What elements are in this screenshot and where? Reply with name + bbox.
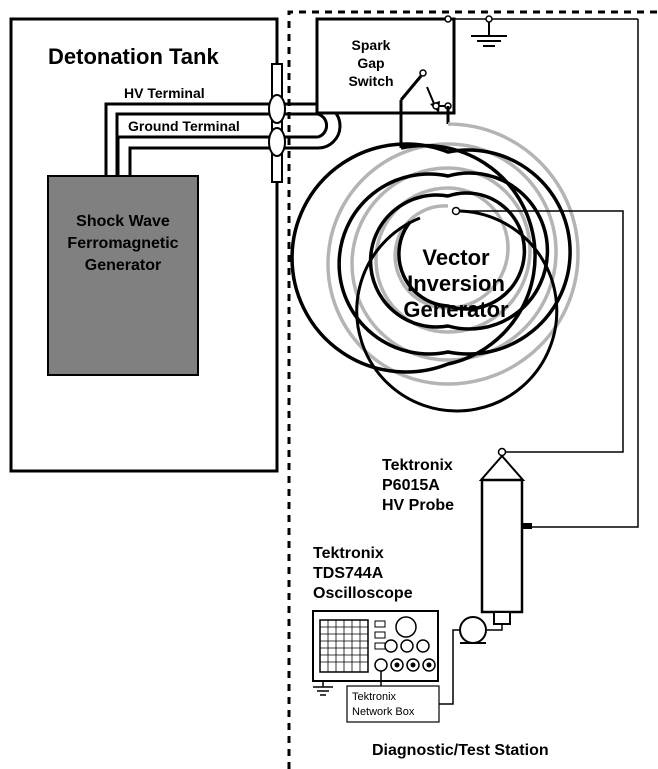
spark-gap-label-line2: Gap xyxy=(357,55,384,71)
vig-label-line2: Inversion xyxy=(407,271,505,296)
probe-ground-clip xyxy=(522,523,532,529)
spark-gap-label-line1: Spark xyxy=(352,37,391,53)
top-junction-dot xyxy=(444,15,452,23)
oscilloscope-knob xyxy=(416,639,430,653)
hv-feedthrough-terminal xyxy=(268,94,286,124)
test-station-boundary xyxy=(287,10,658,769)
fcg-label-line3: Generator xyxy=(85,257,161,274)
probe-label-line2: P6015A xyxy=(382,477,440,494)
ground-lead-outer xyxy=(116,135,318,176)
oscilloscope-knob xyxy=(400,639,414,653)
probe-base-connector xyxy=(493,611,511,625)
hv-probe-body xyxy=(480,478,524,614)
test-station-label: Diagnostic/Test Station xyxy=(372,742,549,759)
ground-symbol-icon xyxy=(471,35,507,47)
switch-contact-left xyxy=(432,102,440,110)
spark-gap-switch-box xyxy=(315,17,456,115)
oscilloscope-screen-grid xyxy=(320,620,368,672)
vig-spiral-gray xyxy=(326,122,580,386)
scope-label-line2: TDS744A xyxy=(313,565,384,582)
ferromagnetic-generator-box xyxy=(47,175,199,376)
ground-junction-dot xyxy=(485,15,493,23)
ground-lead-inner xyxy=(128,146,318,176)
scope-ground-icon xyxy=(313,686,333,696)
ground-feedthrough-terminal xyxy=(268,127,286,157)
switch-arrow-line xyxy=(426,86,436,107)
lead-crossover-inner xyxy=(317,112,328,139)
vector-inversion-generator xyxy=(290,122,580,413)
vig-label-line3: Generator xyxy=(403,297,509,322)
vig-inner-ring xyxy=(355,209,559,413)
fcg-label-line1: Shock Wave xyxy=(76,213,170,230)
ground-terminal-label: Ground Terminal xyxy=(128,118,240,134)
oscilloscope xyxy=(312,610,439,682)
attenuator-circle xyxy=(459,616,487,644)
spark-gap-label-line3: Switch xyxy=(348,73,393,89)
probe-ground-wire xyxy=(520,19,639,528)
probe-cable xyxy=(487,624,503,631)
oscilloscope-button xyxy=(374,642,386,650)
probe-tip-cone xyxy=(478,454,526,481)
hv-lead-outer xyxy=(104,102,318,176)
oscilloscope-button xyxy=(374,620,386,628)
switch-pivot-dot xyxy=(419,69,427,77)
network-box-label-line1: Tektronix xyxy=(352,691,397,703)
switch-blade xyxy=(399,75,423,101)
network-box-label-line2: Network Box xyxy=(352,706,415,718)
scope-label-line1: Tektronix xyxy=(313,545,384,562)
oscilloscope-knob xyxy=(384,639,398,653)
oscilloscope-large-knob xyxy=(395,616,417,638)
vig-output-terminal xyxy=(451,206,461,216)
probe-tip-terminal xyxy=(497,447,507,457)
vig-label-line1: Vector xyxy=(422,245,490,270)
network-cable xyxy=(439,629,460,705)
detonation-tank-box xyxy=(9,17,279,473)
scope-label-line3: Oscilloscope xyxy=(313,585,413,602)
oscilloscope-input-jack xyxy=(374,658,388,672)
oscilloscope-button xyxy=(374,631,386,639)
hv-terminal-label: HV Terminal xyxy=(124,85,205,101)
detonation-tank-label: Detonation Tank xyxy=(48,44,219,69)
vig-spiral-black xyxy=(290,142,572,374)
network-box xyxy=(346,685,440,723)
probe-label-line1: Tektronix xyxy=(382,457,453,474)
probe-label-line3: HV Probe xyxy=(382,497,454,514)
vig-output-wire xyxy=(460,210,624,453)
fcg-label-line2: Ferromagnetic xyxy=(67,235,178,252)
